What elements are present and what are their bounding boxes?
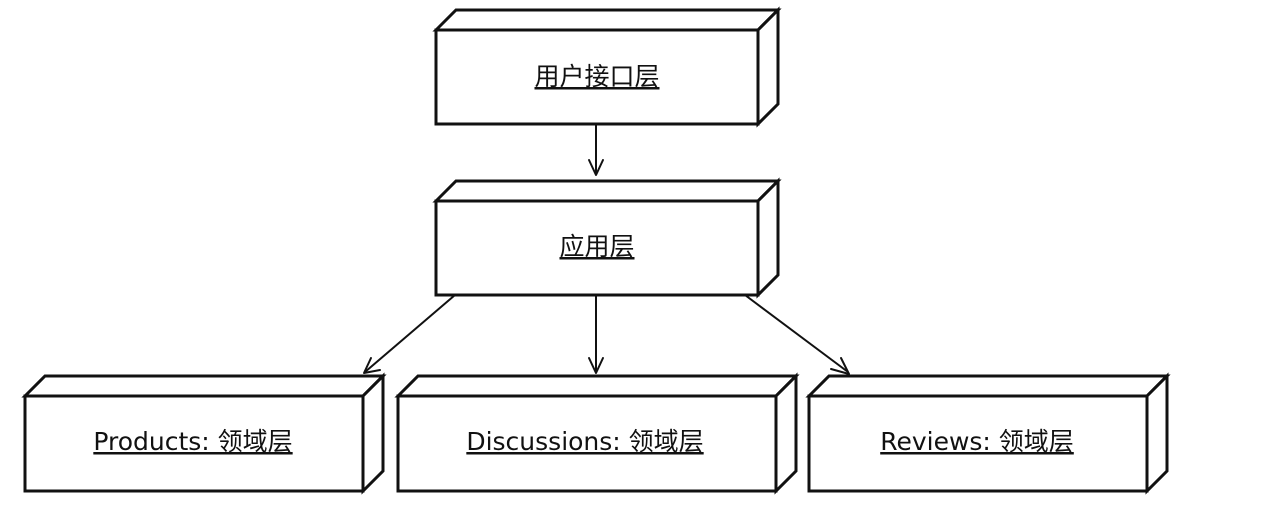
edge-ui-to-app: [588, 124, 604, 176]
node-app-layer-label: 应用层: [559, 232, 634, 261]
node-products-domain-label: Products: 领域层: [93, 427, 292, 456]
node-ui-layer: 用户接口层: [432, 6, 782, 128]
node-discussions-domain-label: Discussions: 领域层: [466, 427, 703, 456]
edge-app-to-reviews: [744, 294, 850, 375]
node-reviews-domain-label: Reviews: 领域层: [880, 427, 1074, 456]
node-ui-layer-label: 用户接口层: [534, 62, 659, 91]
node-reviews-domain: Reviews: 领域层: [805, 372, 1171, 495]
edge-app-to-discussions: [588, 295, 604, 374]
node-products-domain: Products: 领域层: [21, 372, 387, 495]
edge-app-to-products: [363, 294, 456, 374]
node-discussions-domain: Discussions: 领域层: [394, 372, 800, 495]
node-app-layer: 应用层: [432, 177, 782, 299]
